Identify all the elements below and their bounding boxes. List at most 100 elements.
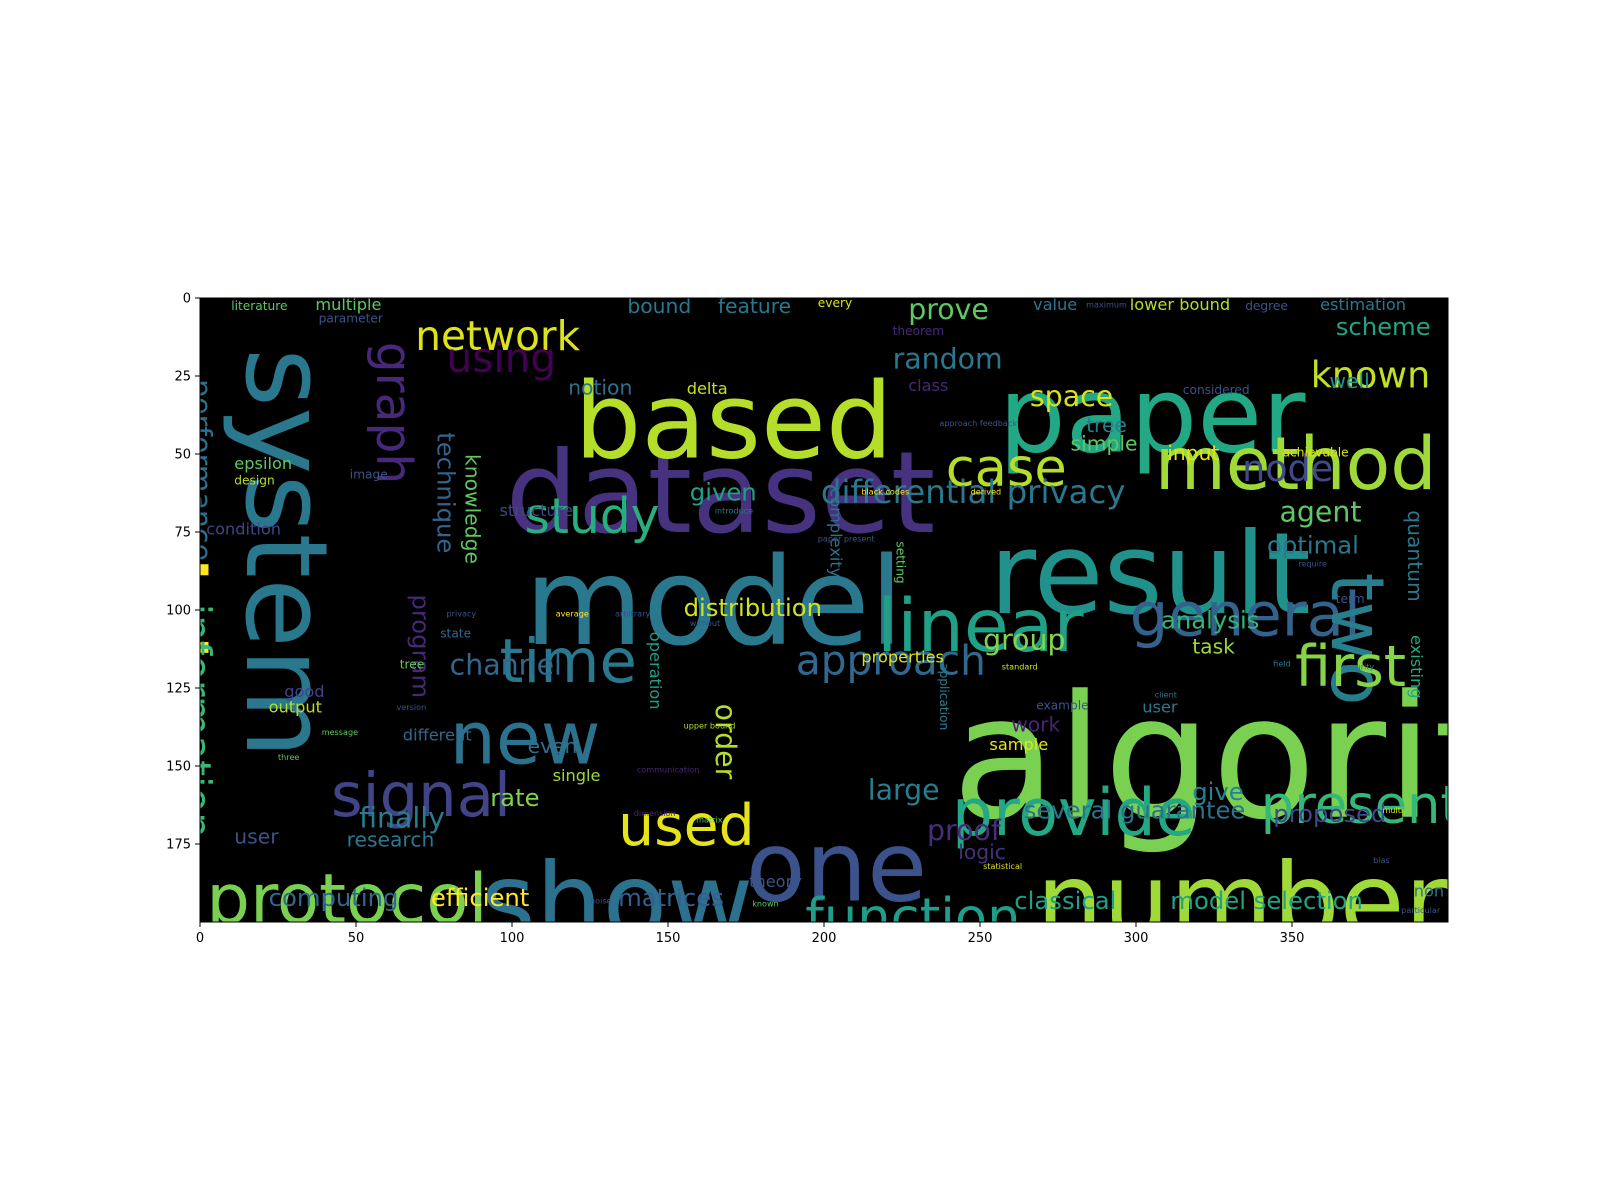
word: literature [231, 299, 287, 313]
x-tick-label: 350 [1280, 931, 1305, 946]
word: class [908, 376, 948, 395]
word: sample [989, 735, 1048, 754]
word: rate [490, 783, 539, 812]
word: efficient [431, 883, 529, 912]
word: knowledge [461, 454, 485, 564]
word: scheme [1336, 312, 1431, 341]
word: quantum [1403, 510, 1427, 602]
word: design [234, 474, 274, 488]
word: without [690, 618, 720, 628]
word: field [1273, 658, 1290, 668]
word: linear [877, 584, 1084, 669]
x-tick-label: 300 [1124, 931, 1149, 946]
word: even [528, 734, 578, 758]
word: achievable [1283, 446, 1349, 460]
word: general [1130, 580, 1361, 650]
y-tick-label: 125 [166, 682, 191, 697]
word: first [1295, 634, 1406, 700]
word: client [1155, 690, 1177, 700]
word: well [1329, 369, 1369, 393]
word: three [278, 752, 299, 762]
word: classical [1014, 886, 1116, 915]
word: time [500, 627, 637, 697]
word: new [450, 696, 601, 781]
word: function [805, 887, 1020, 948]
word: parameter [319, 311, 384, 325]
y-tick-label: 175 [166, 838, 191, 853]
word: prove [908, 293, 989, 326]
word: upper bound [684, 721, 736, 731]
word: properties [861, 648, 944, 667]
word: different [403, 726, 472, 745]
y-tick-label: 50 [174, 448, 191, 463]
word: user [234, 825, 279, 849]
x-tick-label: 150 [656, 931, 681, 946]
word: output [269, 698, 322, 717]
word: considered [1183, 383, 1250, 397]
word: study [525, 489, 660, 545]
y-tick-label: 100 [166, 604, 191, 619]
word: privacy [447, 608, 477, 618]
word: matrix [696, 814, 723, 824]
word: space [1030, 380, 1113, 413]
word: method [1155, 422, 1437, 507]
word: agent [1280, 496, 1362, 529]
word: estimation [1320, 295, 1406, 314]
word: using [447, 334, 557, 382]
word: given [690, 478, 757, 507]
word: communication [637, 764, 700, 774]
x-tick-label: 50 [348, 931, 365, 946]
word: technique [431, 432, 460, 553]
word: protocol [206, 860, 487, 940]
y-tick-label: 75 [174, 526, 191, 541]
word: term [1336, 592, 1365, 606]
word: performance [185, 379, 218, 561]
word: value [1033, 295, 1077, 314]
word: application [937, 663, 951, 730]
word: complexity [827, 488, 846, 577]
word: analysis [1161, 605, 1259, 634]
word: bound [627, 294, 691, 318]
word: operation [646, 632, 665, 710]
word: notion [568, 375, 632, 399]
word: result [989, 508, 1310, 640]
word: provide [952, 776, 1196, 851]
word: black codes [861, 487, 909, 497]
word: example [1036, 698, 1088, 712]
word: differential privacy [821, 473, 1126, 511]
word: introduce [715, 505, 753, 515]
x-tick-label: 100 [500, 931, 525, 946]
word: particular [1401, 905, 1441, 915]
word: one [746, 810, 927, 923]
word: require [1298, 559, 1327, 569]
y-tick-label: 150 [166, 760, 191, 775]
word: node [1242, 447, 1333, 490]
word: group [983, 623, 1065, 656]
word: delta [687, 379, 728, 398]
word: good [284, 682, 324, 701]
word: message [322, 727, 358, 737]
x-tick-label: 250 [968, 931, 993, 946]
word: based [574, 360, 892, 483]
word: optimal [1267, 531, 1359, 560]
word: known [1311, 354, 1431, 397]
word: maximum [1086, 300, 1127, 310]
word: network [415, 312, 580, 360]
word: structure [500, 501, 574, 520]
word: arbitrary [615, 608, 650, 618]
word: derived [971, 487, 1002, 497]
word: tree [1086, 413, 1127, 437]
word: tree [400, 658, 425, 672]
word: order [709, 704, 742, 780]
word: proposed [1273, 799, 1386, 828]
word: every [818, 296, 852, 310]
word: standard [1002, 661, 1038, 671]
word: graph [365, 342, 421, 485]
word: give [1192, 777, 1244, 806]
word: task [1192, 634, 1235, 658]
word: setting [893, 541, 907, 583]
word: noise [590, 895, 612, 905]
plot-background [200, 298, 1448, 922]
